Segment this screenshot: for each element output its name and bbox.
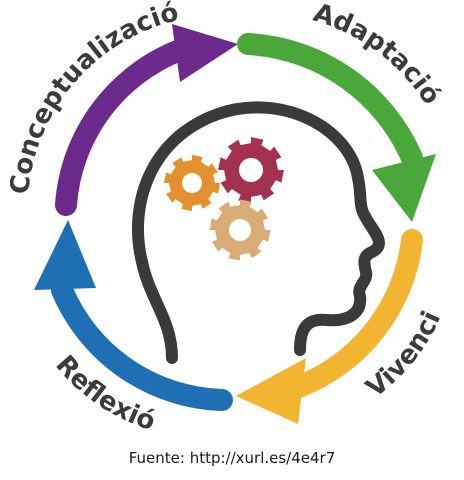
- gear-hole: [182, 173, 202, 193]
- gear-hole: [229, 219, 251, 241]
- head-profile-icon: [132, 101, 385, 364]
- stage-arc-conceptualizacion: [55, 24, 238, 216]
- stage-arc-reflexion: [34, 220, 233, 411]
- gear-hole: [239, 158, 263, 182]
- source-caption: Fuente: http://xurl.es/4e4r7: [128, 449, 336, 467]
- gear-icon: [209, 199, 271, 261]
- gear-icon: [218, 137, 284, 203]
- gear-icon: [163, 154, 221, 212]
- stage-arc-vivencia: [236, 229, 423, 424]
- stage-arc-adaptacion: [237, 33, 436, 222]
